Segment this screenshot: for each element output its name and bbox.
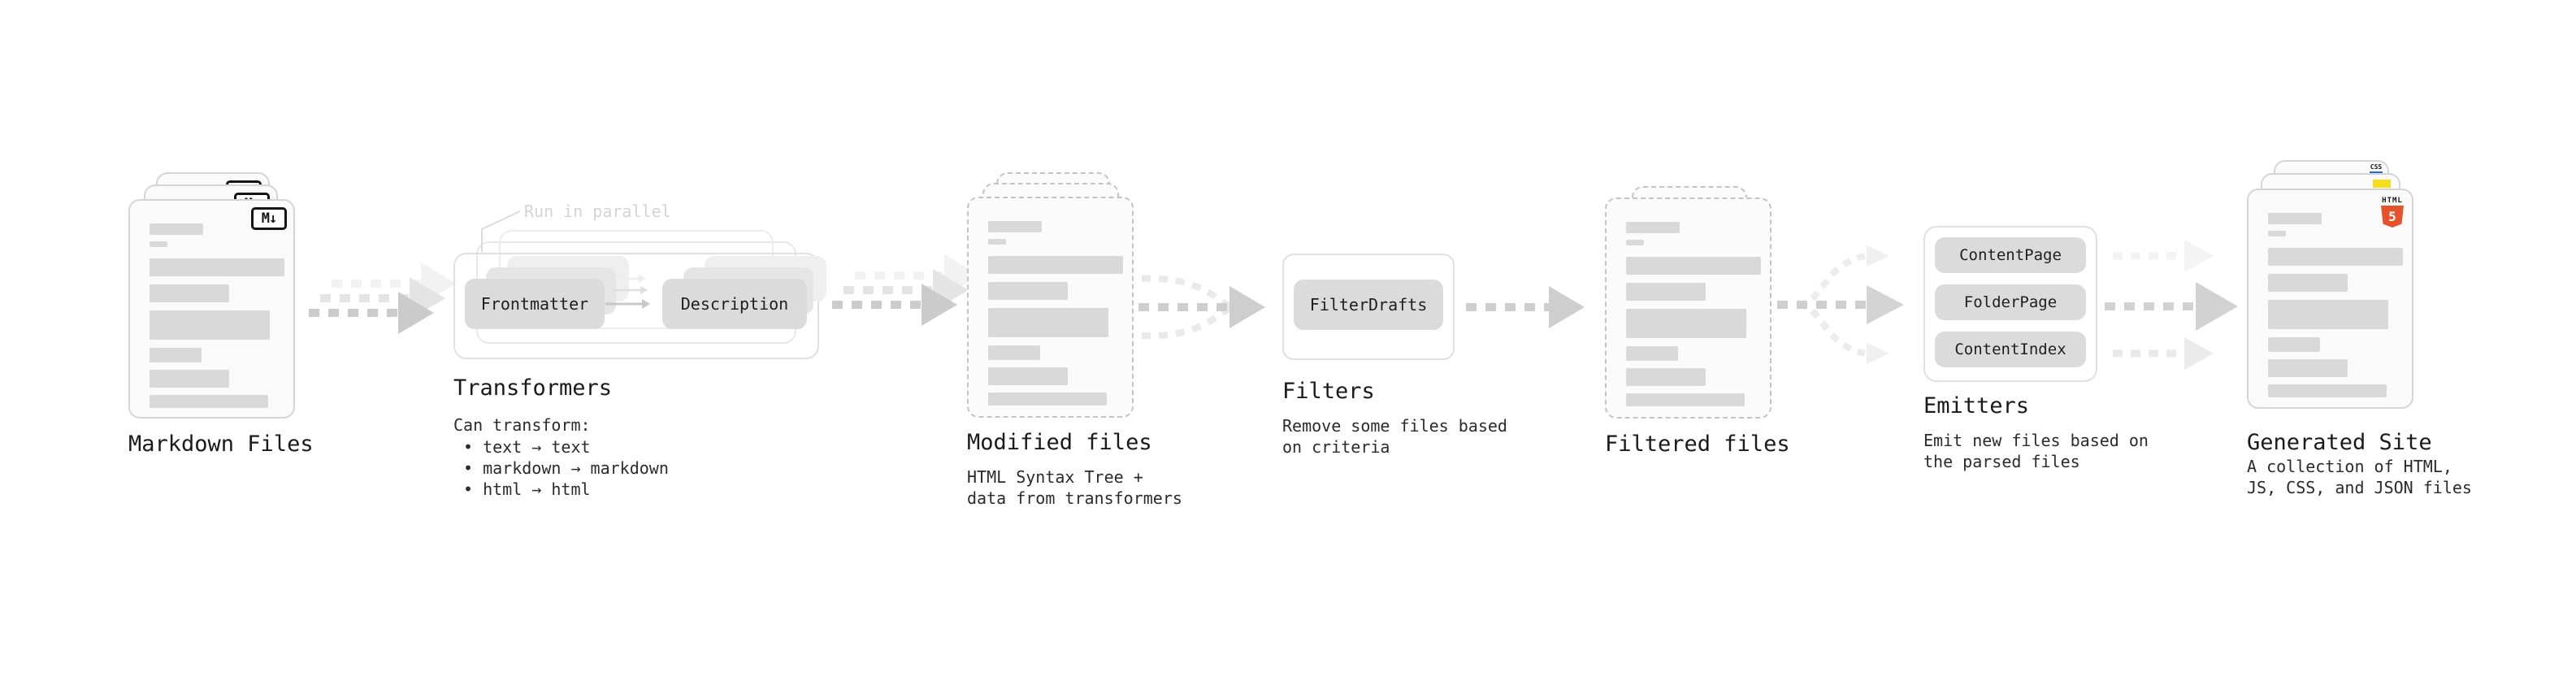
emitter-pill-contentindex: ContentIndex <box>1935 332 2086 367</box>
text-line-bar <box>1626 393 1745 406</box>
text-line-bar <box>988 221 1042 232</box>
text-line-bar <box>2268 359 2348 377</box>
flow-arrow-filtered-to-emitters <box>1777 245 1904 364</box>
filter-pill-filterdrafts: FilterDrafts <box>1294 280 1443 330</box>
text-line-bar <box>1626 240 1644 245</box>
text-line-bar <box>2268 337 2320 352</box>
text-line-bar <box>988 256 1123 274</box>
css-icon: CSS <box>2369 164 2383 174</box>
flow-arrow-filters-to-filtered <box>1466 286 1585 328</box>
file-card: HTML 5 <box>2247 189 2413 409</box>
file-content <box>130 201 293 408</box>
text-line-bar <box>2268 213 2322 224</box>
text-line-bar <box>150 284 229 302</box>
text-line-bar <box>1626 309 1746 338</box>
transformer-pill-frontmatter: Frontmatter <box>465 279 605 329</box>
transformer-pill-description: Description <box>662 279 807 329</box>
file-card: M↓ <box>128 199 295 419</box>
text-line-bar <box>2268 248 2403 266</box>
parallel-frame-front <box>453 253 819 359</box>
text-line-bar <box>2268 300 2388 329</box>
stage-title-modified-files: Modified files <box>967 430 1152 455</box>
text-line-bar <box>2268 384 2387 397</box>
modified-files-subtitle: HTML Syntax Tree + data from transformer… <box>967 467 1182 508</box>
markdown-icon: M↓ <box>251 207 287 230</box>
parallel-arrows-icon <box>605 275 650 309</box>
annotation-leader-line <box>481 210 521 252</box>
file-content <box>1607 199 1770 406</box>
file-card <box>1605 197 1772 419</box>
text-line-bar <box>1626 346 1678 361</box>
stage-title-emitters: Emitters <box>1923 393 2030 419</box>
js-icon <box>2373 180 2391 188</box>
text-line-bar <box>988 345 1040 360</box>
text-line-bar <box>1626 283 1706 301</box>
flow-arrow-markdown-to-transformers <box>309 262 457 334</box>
stage-title-filters: Filters <box>1282 379 1375 404</box>
text-line-bar <box>1626 368 1706 386</box>
file-content <box>2249 190 2412 397</box>
stage-title-transformers: Transformers <box>453 375 613 401</box>
text-line-bar <box>150 310 270 340</box>
text-line-bar <box>1626 257 1761 275</box>
text-line-bar <box>150 348 202 362</box>
text-line-bar <box>988 393 1107 406</box>
text-line-bar <box>2268 274 2348 292</box>
text-line-bar <box>988 282 1068 300</box>
text-line-bar <box>150 241 167 247</box>
file-content <box>969 198 1132 406</box>
text-line-bar <box>988 367 1068 385</box>
generated-site-subtitle: A collection of HTML, JS, CSS, and JSON … <box>2247 457 2472 497</box>
emitter-pill-folderpage: FolderPage <box>1935 284 2086 320</box>
text-line-bar <box>1626 222 1680 233</box>
transformers-subtitle: Can transform: <box>453 415 591 435</box>
filters-subtitle: Remove some files based on criteria <box>1282 416 1507 457</box>
text-line-bar <box>150 395 268 408</box>
transformers-bullet-list: • text → text • markdown → markdown • ht… <box>463 437 669 499</box>
flow-arrow-modified-to-filters <box>1138 275 1265 340</box>
stage-title-generated-site: Generated Site <box>2247 430 2432 455</box>
text-line-bar <box>150 258 284 276</box>
stage-title-markdown-files: Markdown Files <box>128 432 314 457</box>
text-line-bar <box>988 308 1108 337</box>
flow-arrow-emitters-to-site <box>2105 240 2238 370</box>
stage-title-filtered-files: Filtered files <box>1605 432 1790 457</box>
text-line-bar <box>2268 231 2286 236</box>
emitters-subtitle: Emit new files based on the parsed files <box>1923 431 2149 471</box>
text-line-bar <box>150 223 203 235</box>
emitter-pill-contentpage: ContentPage <box>1935 237 2086 273</box>
text-line-bar <box>150 370 229 388</box>
flow-arrow-transformers-to-modified <box>832 254 980 326</box>
text-line-bar <box>988 239 1006 245</box>
file-card <box>967 197 1134 418</box>
html5-icon: HTML 5 <box>2379 197 2405 228</box>
annotation-run-in-parallel: Run in parallel <box>524 202 671 221</box>
